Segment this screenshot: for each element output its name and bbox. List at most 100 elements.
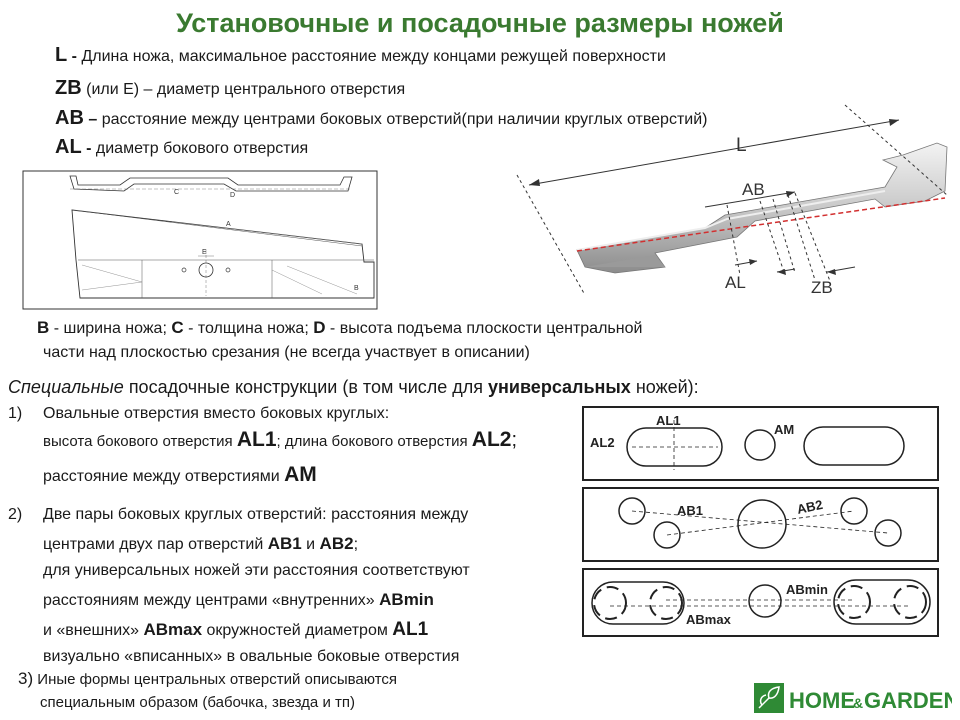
item1-text: ; длина бокового отверстия (276, 433, 472, 450)
oval-hole-right (833, 579, 931, 625)
definition-al: AL - диаметр бокового отверстия (55, 136, 308, 159)
label-abmin: ABmin (786, 582, 828, 597)
inscribed-circle-inner (837, 585, 871, 619)
item2-text: ; (353, 536, 359, 553)
definition-key: AB (55, 107, 84, 129)
inscribed-circle-outer (893, 585, 927, 619)
item1-line3: расстояние между отверстиями AM (43, 463, 317, 487)
center-hole-circle (744, 429, 776, 461)
photo-label-l: L (736, 135, 747, 156)
photo-label-ab: AB (742, 180, 765, 199)
definition-zb: ZB (или Е) – диаметр центрального отверс… (55, 77, 405, 100)
item2-line2: центрами двух пар отверстий AB1 и AB2; (43, 534, 358, 554)
item2-key: AL1 (392, 619, 429, 640)
leaf-icon (758, 686, 780, 709)
blade-technical-drawing: C D A E B (22, 170, 378, 310)
blade-photo-illustration: L AB AL ZB (516, 104, 948, 297)
side-hole-circle (840, 497, 868, 525)
side-hole-circle (225, 267, 231, 273)
definition-text: диаметр бокового отверстия (95, 140, 309, 157)
diagram-two-pairs-holes: AB1 AB2 (582, 487, 939, 562)
item2-line3: для универсальных ножей эти расстояния с… (43, 562, 470, 579)
oval-hole-left (591, 581, 685, 625)
item1-text: ; (511, 429, 518, 451)
item1-text: высота бокового отверстия (43, 433, 237, 450)
drawing-label-d: D (230, 192, 235, 199)
bcd-key: B (37, 318, 50, 337)
definition-text: – диаметр центрального отверстия (143, 81, 406, 98)
definition-ab: AB – расстояние между центрами боковых о… (55, 107, 707, 130)
item1-key: AL1 (236, 428, 277, 451)
definition-key: L (55, 44, 68, 66)
oval-hole-right (803, 426, 905, 466)
special-bold: универсальных (488, 377, 631, 397)
item3-number: 3) (18, 669, 34, 688)
definition-l: L - Длина ножа, максимальное расстояние … (55, 44, 666, 67)
item2-key: ABmax (143, 620, 203, 639)
item2-line6: визуально «вписанных» в овальные боковые… (43, 648, 460, 665)
item2-key: AB2 (319, 534, 354, 553)
item2-line4: расстояниям между центрами «внутренних» … (43, 590, 434, 610)
definition-sep: - (67, 48, 82, 65)
bcd-text: - высота подъема плоскости центральной (325, 320, 643, 337)
item3-line2: специальным образом (бабочка, звезда и т… (40, 694, 355, 711)
item2-text: и (301, 536, 320, 553)
side-hole-circle (618, 497, 646, 525)
item2-key: AB1 (267, 534, 302, 553)
item2-number: 2) (8, 506, 23, 523)
definition-key: ZB (55, 77, 82, 99)
inscribed-circle-inner (649, 586, 683, 620)
item1-line2: высота бокового отверстия AL1; длина бок… (43, 428, 517, 452)
drawing-label-a: A (226, 221, 231, 228)
item3-text: Иные формы центральных отверстий описыва… (33, 671, 398, 688)
special-end: ножей): (630, 377, 699, 397)
logo-text-garden: GARDEN (864, 688, 952, 713)
definition-sep: – (83, 111, 102, 128)
bcd-key: D (313, 318, 326, 337)
item1-key: AM (284, 463, 317, 486)
side-hole-circle (874, 519, 902, 547)
item1-key: AL2 (471, 428, 512, 451)
definition-text: Длина ножа, максимальное расстояние межд… (81, 48, 666, 65)
item2-line1: Две пары боковых круглых отверстий: расс… (43, 506, 469, 523)
home-garden-logo: HOME & GARDEN (754, 683, 952, 713)
logo-text-amp: & (853, 695, 863, 711)
item2-key: ABmin (379, 590, 434, 609)
definition-key: AL (55, 136, 82, 158)
item2-text: центрами двух пар отверстий (43, 536, 268, 553)
drawing-label-c: C (174, 189, 179, 196)
item2-text: окружностей диаметром (202, 622, 393, 639)
definition-text: расстояние между центрами боковых отверс… (101, 111, 708, 128)
drawing-label-b: B (354, 285, 359, 292)
item2-text: и «внешних» (43, 622, 144, 639)
logo-text-home: HOME (789, 688, 855, 713)
item1-text: расстояние между отверстиями (43, 468, 285, 485)
bcd-text: - ширина ножа; (49, 320, 172, 337)
label-al2: AL2 (590, 435, 615, 450)
page-title: Установочные и посадочные размеры ножей (176, 8, 784, 38)
item2-line5: и «внешних» ABmax окружностей диаметром … (43, 619, 428, 641)
bcd-line-1: B - ширина ножа; C - толщина ножа; D - в… (37, 318, 642, 338)
bcd-key: C (171, 318, 184, 337)
special-italic: Специальные (8, 377, 124, 397)
oval-hole-left (626, 427, 723, 467)
bcd-line-2: части над плоскостью срезания (не всегда… (43, 344, 530, 361)
photo-label-al: AL (725, 273, 746, 292)
photo-label-zb: ZB (811, 278, 833, 297)
item3-line1: 3) Иные формы центральных отверстий опис… (18, 669, 397, 689)
definition-sep: - (81, 140, 96, 157)
item1-line1: Овальные отверстия вместо боковых круглы… (43, 405, 390, 422)
definition-sep: (или Е) (81, 81, 144, 98)
label-ab2: AB2 (796, 497, 825, 517)
bcd-text: - толщина ножа; (183, 320, 314, 337)
item2-text: расстояниям между центрами «внутренних» (43, 592, 380, 609)
label-al1: AL1 (656, 413, 681, 428)
item1-number: 1) (8, 405, 23, 422)
label-abmax: ABmax (686, 612, 732, 627)
diagram-oval-holes: AL1 AL2 AM (582, 406, 939, 481)
side-hole-circle (181, 267, 187, 273)
center-hole-circle (748, 584, 782, 618)
label-ab1: AB1 (677, 503, 703, 518)
side-hole-circle (653, 521, 681, 549)
drawing-label-e: E (202, 249, 207, 256)
